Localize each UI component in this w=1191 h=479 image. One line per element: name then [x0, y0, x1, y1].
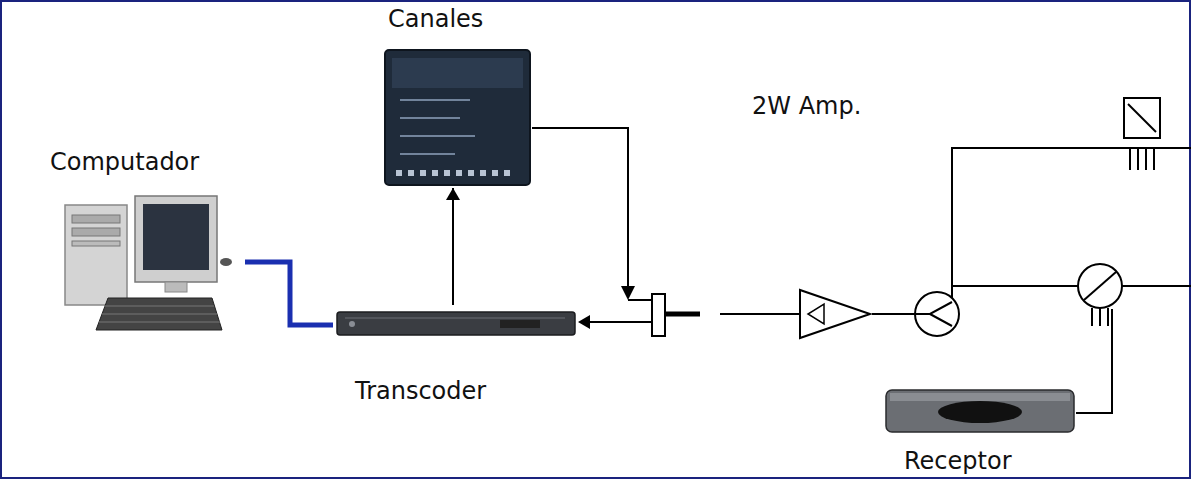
device-label: Computador — [50, 148, 199, 176]
arrowhead — [621, 286, 635, 300]
arrowhead — [446, 188, 460, 200]
channel-panel — [385, 50, 530, 185]
receiver-unit — [886, 390, 1074, 432]
device-node: Transcoder — [333, 305, 578, 405]
arrowhead — [578, 315, 590, 329]
tap-symbol — [1078, 264, 1122, 326]
connector — [446, 188, 460, 305]
rf-wires — [532, 128, 1191, 413]
device-node: Receptor — [882, 385, 1082, 475]
tap-symbol — [1124, 98, 1160, 170]
device-node: Canales — [383, 5, 533, 188]
device-label: Canales — [388, 5, 483, 33]
connector — [245, 262, 333, 325]
device-label: Transcoder — [355, 377, 486, 405]
transcoder-unit — [337, 312, 575, 335]
device-node: Computador — [45, 148, 245, 338]
splitter-symbol — [915, 292, 959, 336]
combiner — [652, 294, 665, 336]
connector-line — [245, 262, 333, 325]
connector-line — [452, 188, 454, 305]
amplifier-symbol — [800, 290, 870, 338]
computer-icon — [65, 196, 232, 330]
part-label: 2W Amp. — [752, 92, 861, 120]
device-label: Receptor — [904, 447, 1012, 475]
